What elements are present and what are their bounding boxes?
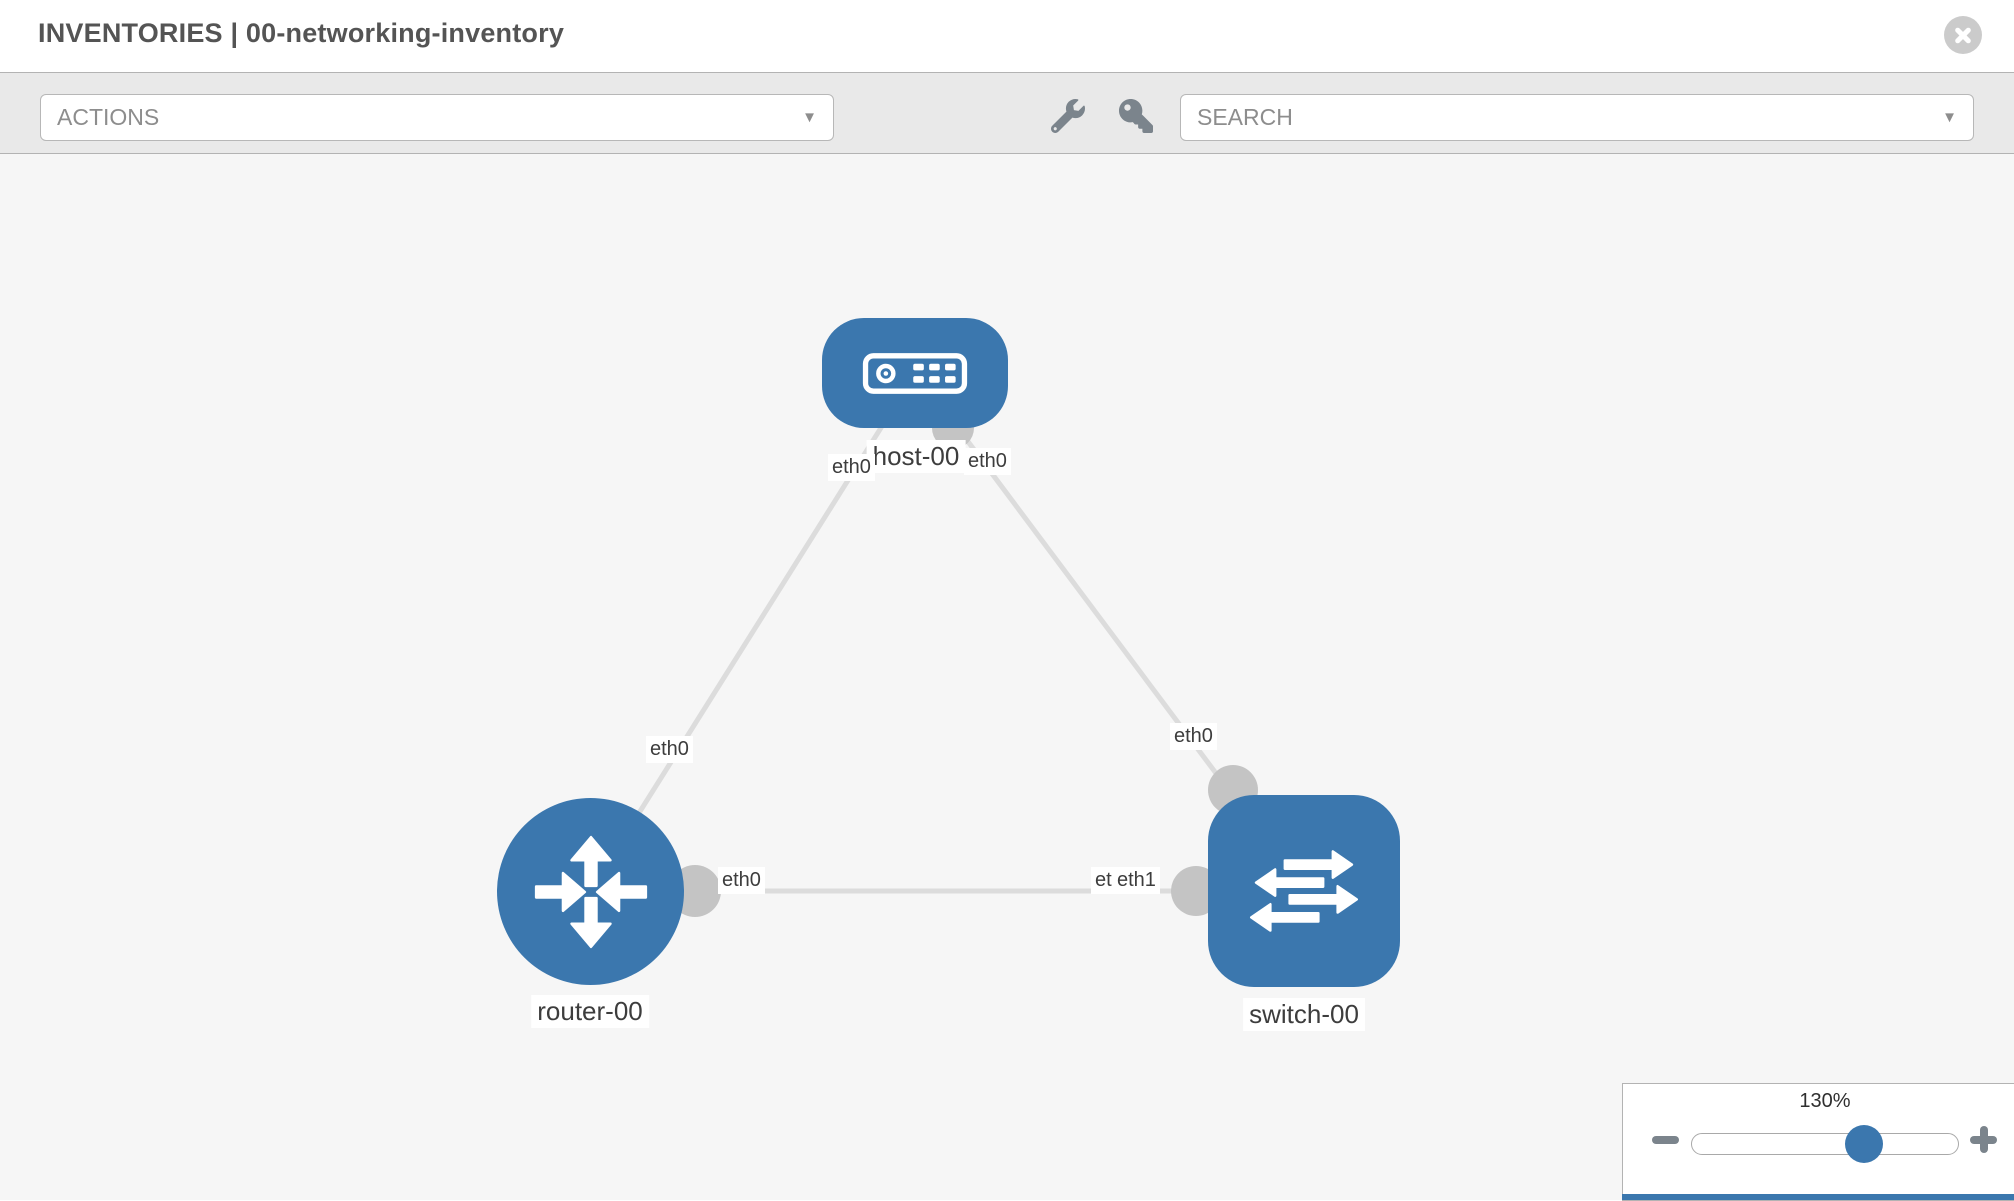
iface-label-router-upper: eth0: [646, 736, 693, 763]
zoom-level-value: 130%: [1799, 1090, 1851, 1112]
switch-icon: [1250, 850, 1358, 932]
header: INVENTORIES | 00-networking-inventory: [0, 0, 2014, 72]
chevron-down-icon: ▼: [802, 109, 817, 126]
page-title: INVENTORIES | 00-networking-inventory: [38, 18, 565, 48]
wrench-icon[interactable]: [1051, 99, 1085, 133]
zoom-out-button[interactable]: [1652, 1136, 1679, 1144]
iface-label-router-right: eth0: [718, 867, 765, 894]
key-icon[interactable]: [1119, 99, 1153, 133]
zoom-slider-track[interactable]: [1691, 1133, 1959, 1155]
iface-label-switch-left-front: eth1: [1113, 867, 1160, 894]
iface-label-switch-top: eth0: [1170, 723, 1217, 750]
search-input[interactable]: SEARCH ▼: [1180, 94, 1974, 141]
actions-dropdown-label: ACTIONS: [57, 104, 160, 130]
bottom-accent-bar: [1622, 1194, 2014, 1200]
zoom-control-panel: 130%: [1622, 1083, 2014, 1201]
chevron-down-icon: ▼: [1942, 109, 1957, 126]
node-label-switch: switch-00: [1243, 998, 1365, 1031]
router-icon: [534, 835, 647, 948]
toolbar: ACTIONS ▼ SEARCH ▼: [0, 72, 2014, 154]
close-icon[interactable]: [1944, 16, 1982, 54]
search-placeholder: SEARCH: [1197, 104, 1293, 130]
topology-links: [587, 370, 1307, 917]
iface-label-host-left: eth0: [828, 454, 875, 481]
node-switch-00[interactable]: [1208, 795, 1400, 987]
node-label-router: router-00: [531, 995, 649, 1028]
node-router-00[interactable]: [497, 798, 684, 985]
actions-dropdown[interactable]: ACTIONS ▼: [40, 94, 834, 141]
host-icon: [862, 352, 968, 394]
plus-icon: [1980, 1126, 1988, 1153]
zoom-in-button[interactable]: [1970, 1126, 1997, 1153]
zoom-slider-knob[interactable]: [1845, 1125, 1883, 1163]
node-label-host: host-00: [866, 440, 966, 473]
topology-canvas[interactable]: host-00 router-00 switch-00 eth0 eth0 et…: [0, 154, 2014, 1201]
iface-label-host-right: eth0: [964, 448, 1011, 475]
node-host-00[interactable]: [822, 318, 1008, 428]
